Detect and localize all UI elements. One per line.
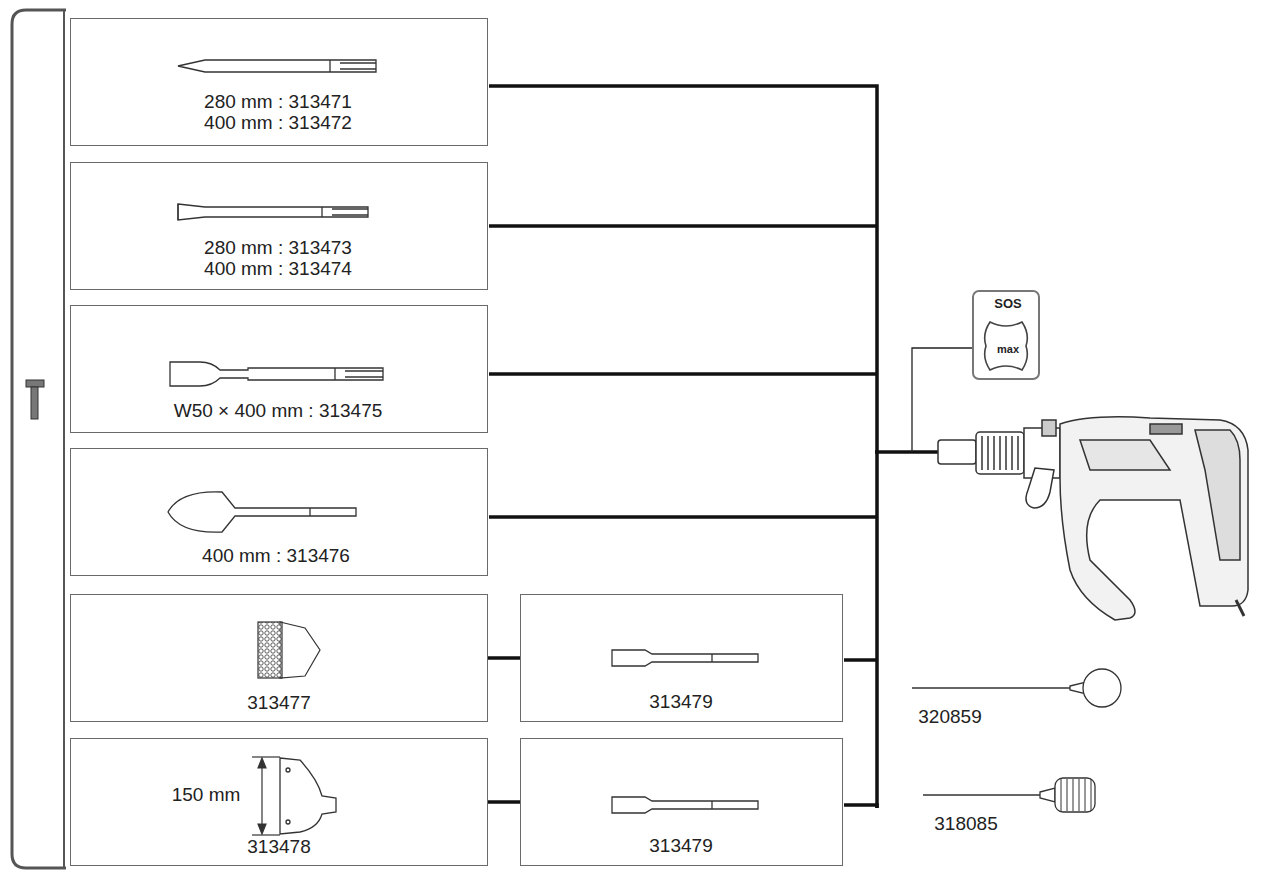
accessory-box: 313477 <box>70 594 488 722</box>
bus-line <box>489 86 938 808</box>
brush-tool <box>923 778 1095 812</box>
accessory-box: W50 × 400 mm : 313475 <box>70 305 488 433</box>
adapter-shank <box>612 650 758 813</box>
accessory-box: 280 mm : 313471400 mm : 313472 <box>70 18 488 146</box>
part-number: 280 mm : 313473 <box>204 238 352 258</box>
flat-chisel <box>178 204 368 220</box>
dimension-line <box>252 757 280 835</box>
rotary-hammer <box>938 417 1248 620</box>
adapter-box: 313479 <box>520 738 843 866</box>
point-chisel <box>178 60 376 72</box>
wide-chisel <box>170 362 383 386</box>
part-number: 318085 <box>934 814 997 834</box>
bushing-tool <box>258 622 320 678</box>
bracket <box>12 10 66 868</box>
part-number: 320859 <box>918 707 981 727</box>
bracket <box>63 10 65 868</box>
part-number: 313479 <box>649 836 712 856</box>
brush-ribs <box>1061 779 1091 811</box>
part-number: 280 mm : 313471 <box>204 92 352 112</box>
accessory-box: 150 mm 313478 <box>70 738 488 866</box>
clay-spade <box>168 492 356 532</box>
connector <box>488 800 520 804</box>
part-number: 400 mm : 313472 <box>204 113 352 133</box>
adapter-box: 313479 <box>520 594 843 722</box>
sds-max-badge: SOS max <box>972 290 1040 380</box>
part-number: 150 mm <box>172 785 241 805</box>
part-number: 313477 <box>247 693 310 713</box>
part-number: W50 × 400 mm : 313475 <box>174 401 383 421</box>
badge-text: max <box>997 344 1019 356</box>
part-number: 313478 <box>247 837 310 857</box>
badge-text: SOS <box>994 297 1021 311</box>
part-number: 313479 <box>649 692 712 712</box>
connector <box>488 656 520 660</box>
part-number: 400 mm : 313474 <box>204 259 352 279</box>
cleaning-tool <box>912 669 1121 707</box>
hammer-icon <box>26 380 44 419</box>
leader-line <box>912 348 972 452</box>
accessory-box: 400 mm : 313476 <box>70 448 488 576</box>
sds-max-symbol <box>985 322 1028 370</box>
tamping-plate <box>280 758 336 834</box>
accessory-box: 280 mm : 313473400 mm : 313474 <box>70 162 488 290</box>
part-number: 400 mm : 313476 <box>202 546 350 566</box>
